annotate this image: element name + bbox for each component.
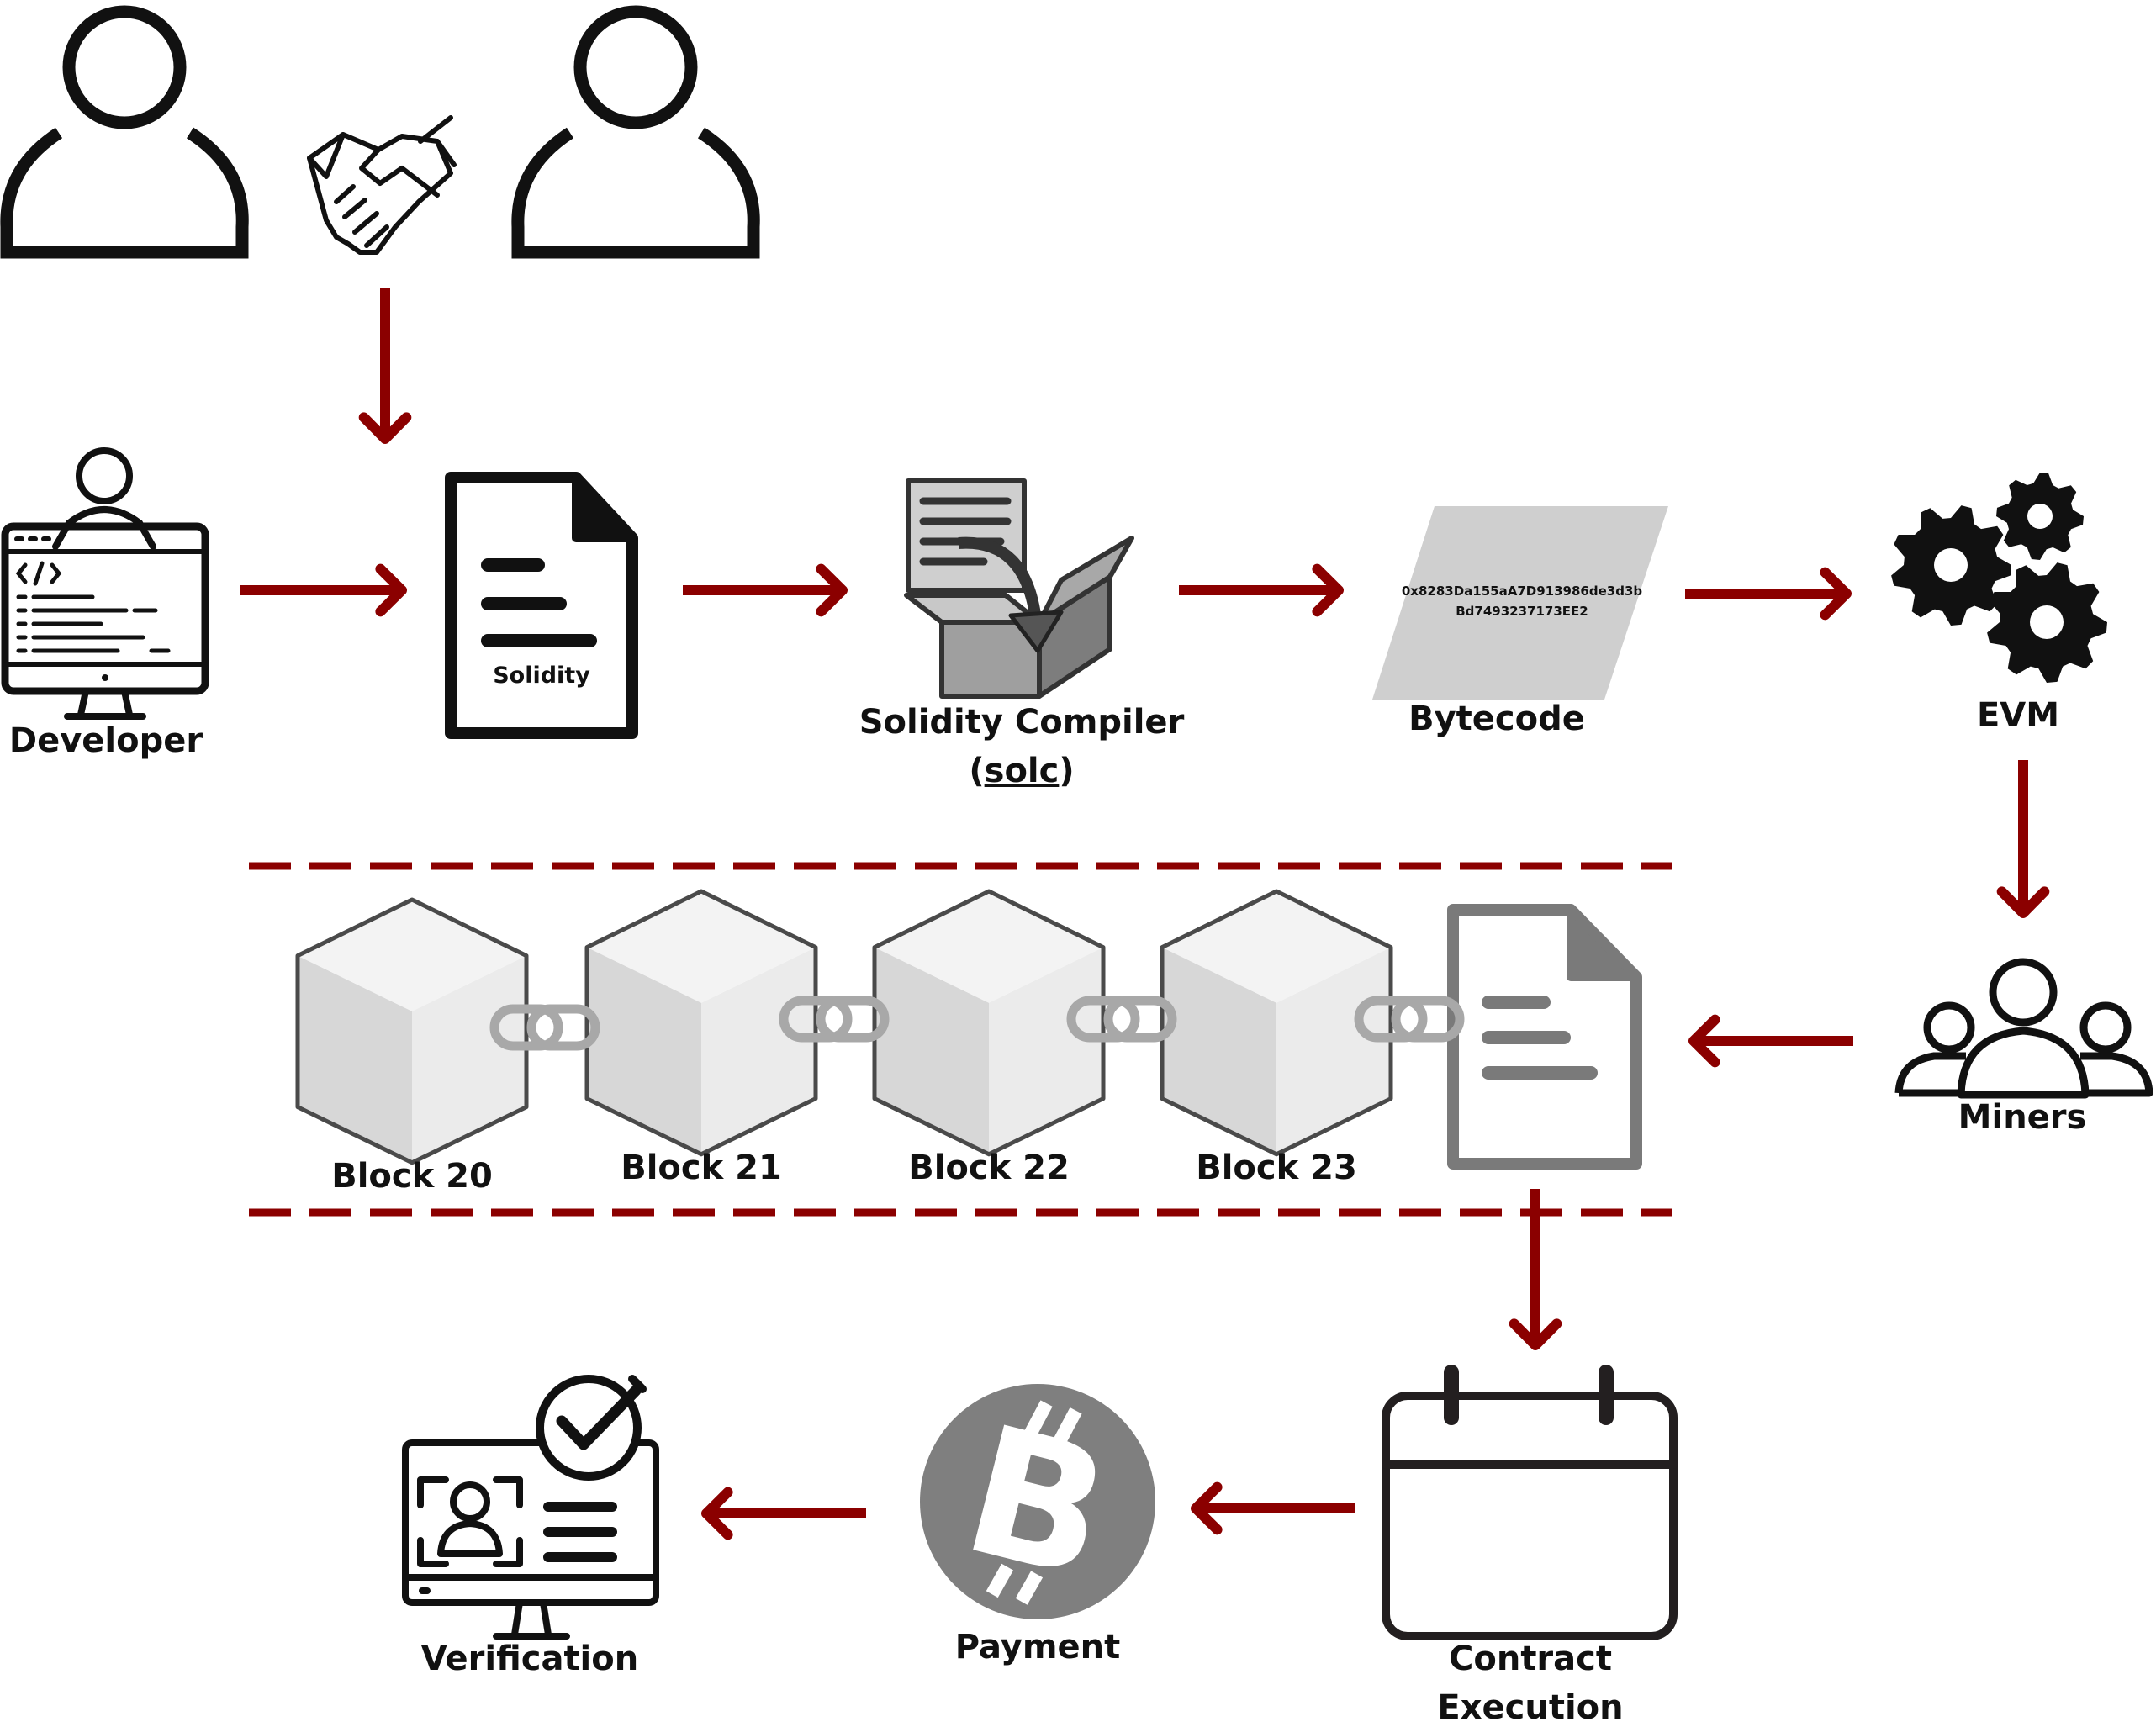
- bytecode-hex-line2: Bd7493237173EE2: [1456, 604, 1588, 619]
- chain-link-icon: [489, 1004, 600, 1051]
- block20-label: Block 20: [331, 1157, 493, 1196]
- bytecode-hex-line1: 0x8283Da155aA7D913986de3d3b: [1401, 584, 1643, 599]
- contract-execution-label-line2: Execution: [1437, 1688, 1624, 1727]
- cube-icon: [872, 889, 1106, 1157]
- chain-link-icon: [779, 996, 890, 1043]
- chain-link-icon: [1066, 996, 1177, 1043]
- party-left-user-icon: [0, 5, 249, 259]
- arrow-evm-to-miners: [1996, 760, 2050, 918]
- arrow-compiler-to-bytecode: [1179, 563, 1344, 617]
- compiler-box-icon: [904, 478, 1134, 699]
- gear-icon: [1891, 505, 2011, 626]
- party-right-user-icon: [511, 5, 760, 259]
- compiler-label-line1: Solidity Compiler: [859, 703, 1185, 742]
- group-icon: [1894, 958, 2153, 1099]
- evm-label: EVM: [1976, 696, 2060, 735]
- miners-label: Miners: [1958, 1098, 2087, 1137]
- arrow-agreement-to-solidity: [358, 288, 412, 444]
- block23-label: Block 23: [1196, 1149, 1357, 1187]
- payment-label: Payment: [954, 1628, 1121, 1666]
- developer-monitor-icon: [1, 447, 209, 720]
- arrow-execution-to-payment: [1191, 1481, 1355, 1535]
- gears-icon: [1891, 473, 2107, 683]
- arrow-chain-to-execution: [1509, 1189, 1562, 1350]
- compiler-label-line2: (solc): [841, 752, 1202, 790]
- cube-icon: [584, 889, 818, 1157]
- bytecode-parallelogram: [1372, 506, 1668, 700]
- compiler-label-close-paren: ): [1059, 752, 1075, 790]
- solidity-doc-label: Solidity: [493, 663, 590, 689]
- arrow-bytecode-to-evm: [1685, 567, 1852, 621]
- arrow-payment-to-verification: [701, 1487, 866, 1540]
- arrow-developer-to-solidity: [240, 563, 407, 617]
- gear-icon: [1987, 562, 2107, 683]
- verification-label: Verification: [420, 1640, 639, 1678]
- arrow-solidity-to-compiler: [683, 563, 848, 617]
- verified-id-icon: [402, 1375, 659, 1640]
- block21-label: Block 21: [621, 1149, 782, 1187]
- chain-link-icon: [1354, 996, 1465, 1043]
- chain-document-icon: [1447, 904, 1642, 1170]
- calendar-icon: [1382, 1365, 1678, 1640]
- contract-execution-label-line1: Contract: [1449, 1640, 1612, 1678]
- arrow-miners-to-chain: [1688, 1014, 1853, 1068]
- cube-icon: [1160, 889, 1393, 1157]
- developer-label: Developer: [8, 721, 203, 760]
- bytecode-label: Bytecode: [1408, 700, 1585, 738]
- cube-icon: [295, 897, 529, 1165]
- compiler-label-solc: solc: [984, 752, 1060, 790]
- solidity-document-icon: [445, 472, 638, 739]
- block22-label: Block 22: [908, 1149, 1070, 1187]
- handshake-icon: [307, 115, 457, 255]
- compiler-label-open-paren: (: [969, 752, 985, 790]
- gear-icon: [1996, 473, 2084, 560]
- bitcoin-icon: B: [920, 1384, 1155, 1619]
